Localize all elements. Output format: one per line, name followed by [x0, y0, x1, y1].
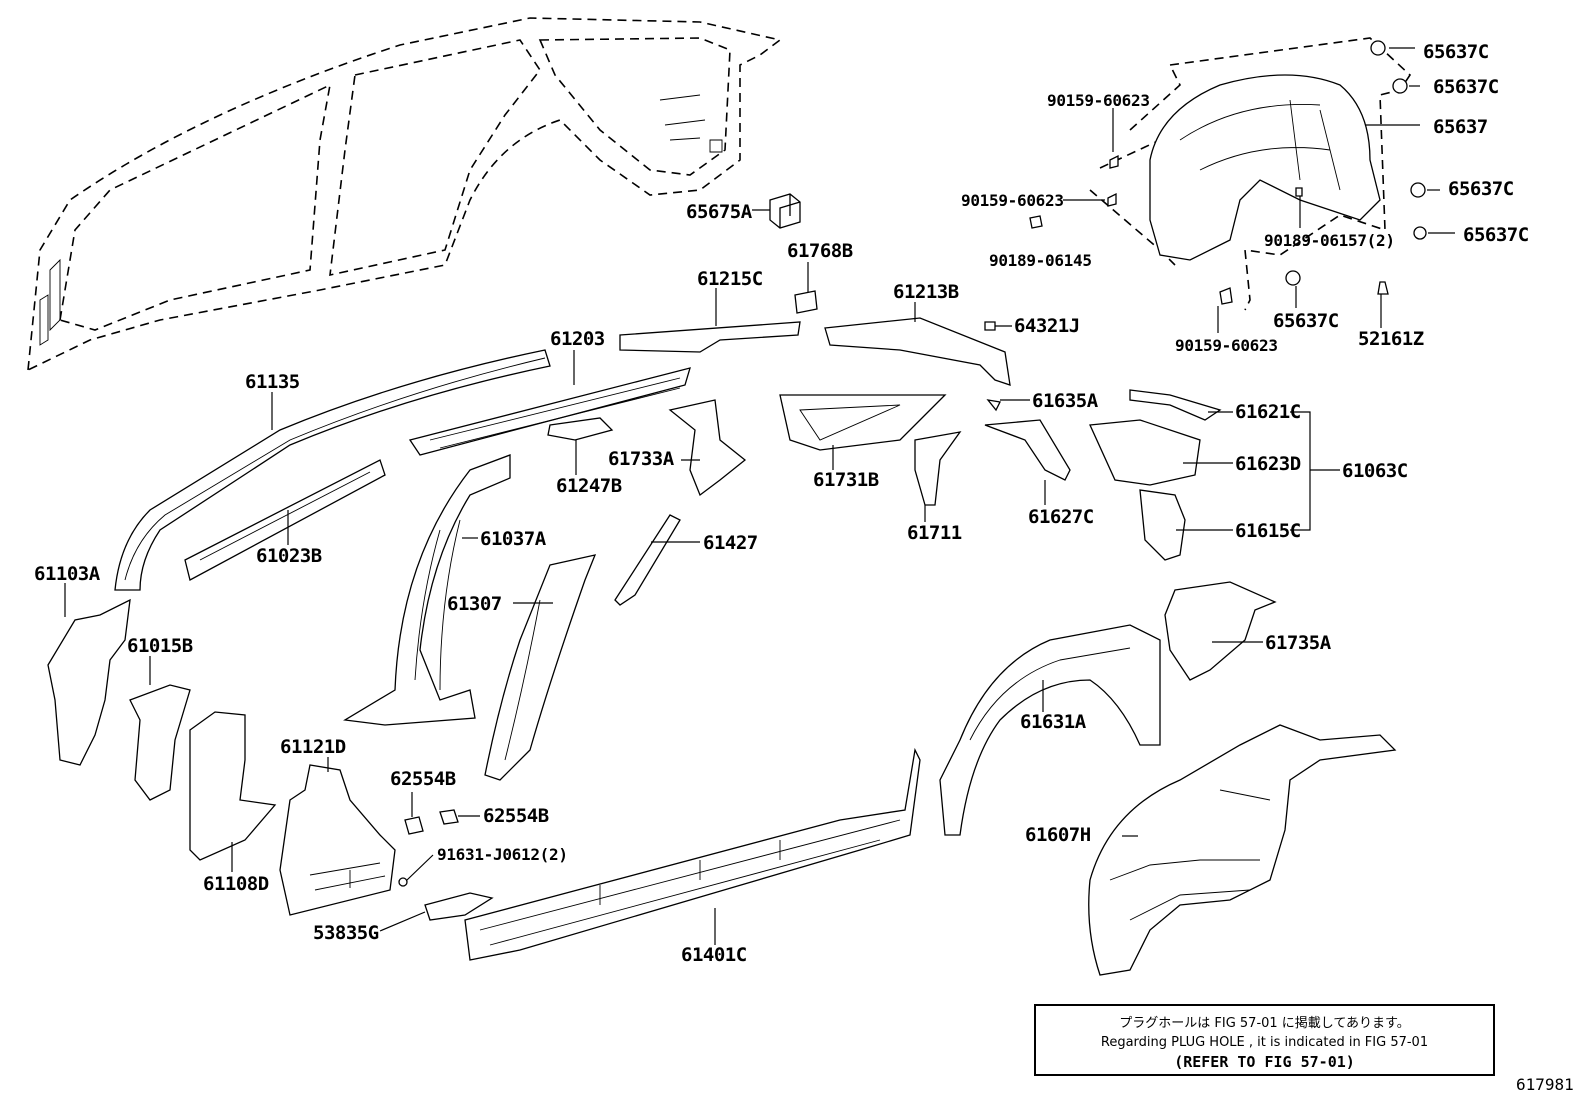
part-label-61607h[interactable]: 61607H [1025, 824, 1091, 846]
part-label-61023b[interactable]: 61023B [256, 545, 322, 567]
part-label-61015b[interactable]: 61015B [127, 635, 193, 657]
part-label-61121d[interactable]: 61121D [280, 736, 346, 758]
part-label-61215c[interactable]: 61215C [697, 268, 763, 290]
part-label-61427[interactable]: 61427 [703, 532, 758, 554]
part-label-91631-j0612[interactable]: 91631-J0612(2) [437, 845, 568, 864]
part-label-65637c[interactable]: 65637C [1273, 310, 1339, 332]
part-label-65637c[interactable]: 65637C [1433, 76, 1499, 98]
part-label-61711[interactable]: 61711 [907, 522, 962, 544]
rear-wheel-liner-group [1029, 37, 1455, 333]
roof-rail-parts [114, 288, 1011, 591]
part-label-61213b[interactable]: 61213B [893, 281, 959, 303]
right-assemblies [939, 389, 1397, 976]
part-label-90159-60623[interactable]: 90159-60623 [961, 191, 1064, 210]
part-label-61203[interactable]: 61203 [550, 328, 605, 350]
part-label-62554b[interactable]: 62554B [483, 805, 549, 827]
plug-hole-note: プラグホールは FIG 57-01 に掲載してあります。 Regarding P… [1034, 1004, 1495, 1076]
note-reference-link[interactable]: (REFER TO FIG 57-01) [1174, 1053, 1355, 1071]
part-label-61063c[interactable]: 61063C [1342, 460, 1408, 482]
plug-blocks [398, 193, 1030, 887]
part-label-61135[interactable]: 61135 [245, 371, 300, 393]
part-label-65675a[interactable]: 65675A [686, 201, 752, 223]
part-label-65637c[interactable]: 65637C [1463, 224, 1529, 246]
part-label-61735a[interactable]: 61735A [1265, 632, 1331, 654]
note-japanese: プラグホールは FIG 57-01 に掲載してあります。 [1119, 1016, 1410, 1031]
part-label-61731b[interactable]: 61731B [813, 469, 879, 491]
part-label-61247b[interactable]: 61247B [556, 475, 622, 497]
part-label-53835g[interactable]: 53835G [313, 922, 379, 944]
part-label-90189-06145[interactable]: 90189-06145 [989, 251, 1092, 270]
part-label-61108d[interactable]: 61108D [203, 873, 269, 895]
part-label-61621c[interactable]: 61621C [1235, 401, 1301, 423]
figure-id: 617981 [1516, 1075, 1574, 1094]
part-label-61627c[interactable]: 61627C [1028, 506, 1094, 528]
part-label-61623d[interactable]: 61623D [1235, 453, 1301, 475]
part-label-61401c[interactable]: 61401C [681, 944, 747, 966]
part-label-61307[interactable]: 61307 [447, 593, 502, 615]
part-label-61037a[interactable]: 61037A [480, 528, 546, 550]
part-label-52161z[interactable]: 52161Z [1358, 328, 1424, 350]
part-label-61635a[interactable]: 61635A [1032, 390, 1098, 412]
part-label-65637c[interactable]: 65637C [1423, 41, 1489, 63]
part-label-65637[interactable]: 65637 [1433, 116, 1488, 138]
lower-parts [47, 583, 921, 961]
part-label-62554b[interactable]: 62554B [390, 768, 456, 790]
part-label-90189-06157[interactable]: 90189-06157(2) [1264, 231, 1395, 250]
part-label-64321j[interactable]: 64321J [1014, 315, 1080, 337]
part-label-61733a[interactable]: 61733A [608, 448, 674, 470]
part-label-61615c[interactable]: 61615C [1235, 520, 1301, 542]
part-label-61103a[interactable]: 61103A [34, 563, 100, 585]
body-side-outer-panel [27, 17, 782, 372]
note-english: Regarding PLUG HOLE , it is indicated in… [1100, 1035, 1429, 1050]
part-label-61768b[interactable]: 61768B [787, 240, 853, 262]
part-label-90159-60623[interactable]: 90159-60623 [1175, 336, 1278, 355]
part-label-65637c[interactable]: 65637C [1448, 178, 1514, 200]
part-label-61631a[interactable]: 61631A [1020, 711, 1086, 733]
pillar-parts [343, 394, 1071, 781]
part-label-90159-60623[interactable]: 90159-60623 [1047, 91, 1150, 110]
